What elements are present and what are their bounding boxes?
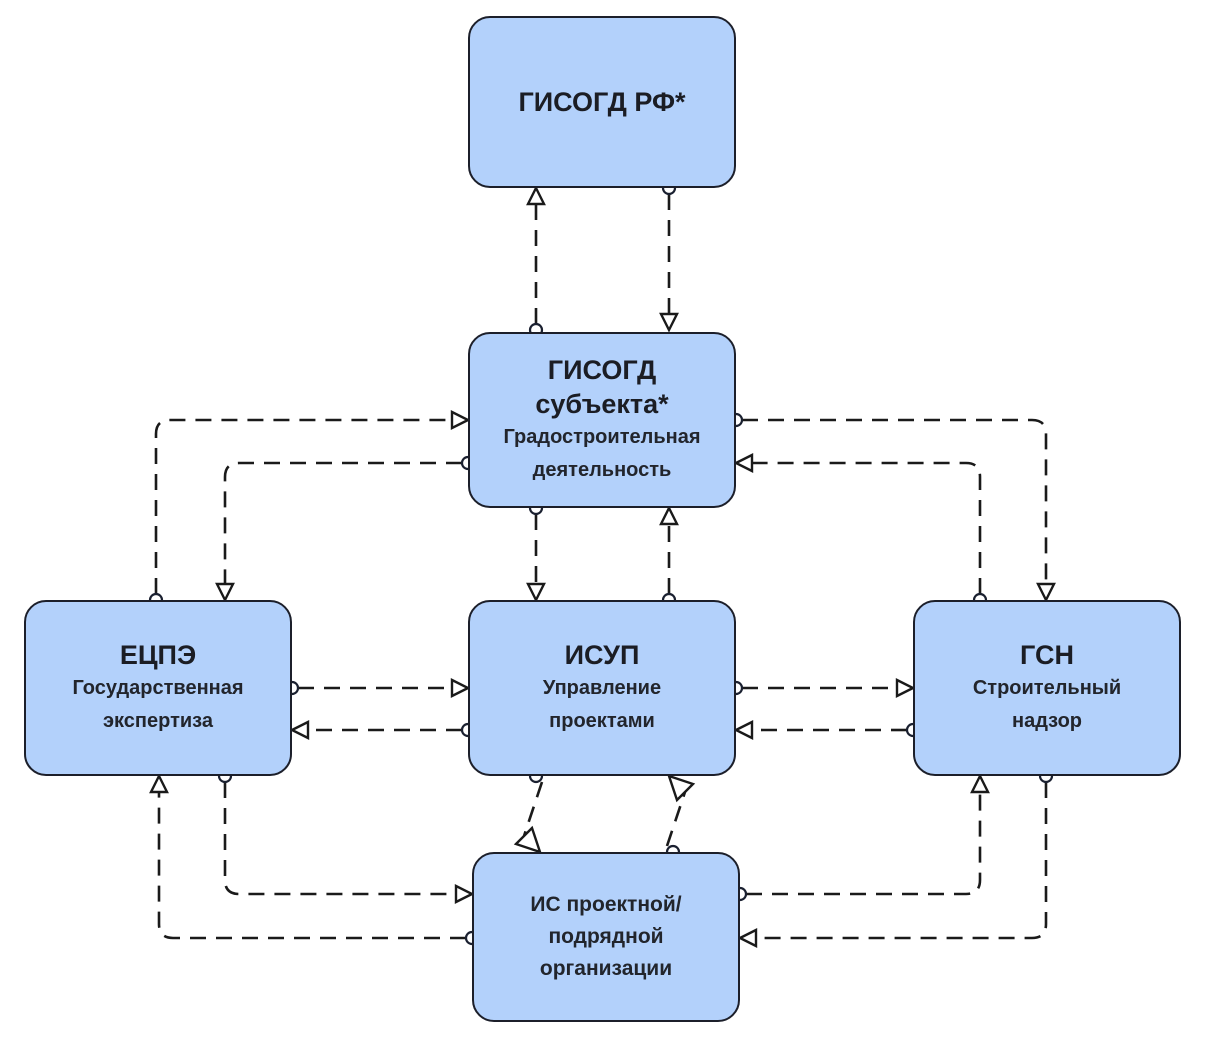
connector-line (522, 781, 544, 837)
node-gisogd-rf[interactable]: ГИСОГД РФ* (468, 16, 736, 188)
connector-line (223, 461, 462, 584)
arrowhead-icon (513, 825, 542, 854)
arrowhead-icon (450, 410, 471, 430)
connector (289, 720, 476, 740)
node-gisogd-subject[interactable]: ГИСОГД субъекта* Градостроительная деяте… (468, 332, 736, 508)
arrowhead-icon (970, 773, 990, 794)
connector (513, 768, 544, 854)
node-title: подрядной (548, 925, 664, 948)
node-isup[interactable]: ИСУП Управление проектами (468, 600, 736, 776)
connector (728, 412, 1056, 603)
node-subtitle: проектами (549, 710, 655, 732)
node-gsn[interactable]: ГСН Строительный надзор (913, 600, 1181, 776)
connector (284, 678, 471, 698)
arrowhead-icon (149, 773, 169, 794)
connector-line (223, 782, 456, 896)
node-subtitle: Градостроительная (503, 426, 701, 448)
node-subtitle: Управление (542, 677, 662, 699)
connector-line (756, 782, 1048, 940)
connector (217, 768, 475, 904)
connector-line (752, 461, 982, 594)
arrowhead-icon (526, 582, 546, 603)
connector (659, 180, 679, 333)
node-title: ЕЦПЭ (119, 640, 197, 670)
connector (733, 453, 988, 608)
connector (665, 774, 696, 860)
connector (733, 720, 921, 740)
node-title: ИСУП (564, 640, 640, 670)
connector (732, 773, 990, 902)
arrowhead-icon (737, 928, 758, 948)
arrowhead-icon (733, 453, 754, 473)
node-subtitle: надзор (1011, 710, 1083, 732)
node-is-org[interactable]: ИС проектной/ подрядной организации (472, 852, 740, 1022)
node-subtitle: деятельность (532, 459, 672, 481)
connector (737, 768, 1054, 948)
node-subtitle: Строительный (972, 677, 1122, 699)
node-title: субъекта* (535, 389, 669, 419)
connector (149, 773, 480, 946)
node-title: ГИСОГД РФ* (518, 87, 686, 117)
arrowhead-icon (659, 312, 679, 333)
connector (728, 678, 916, 698)
arrowhead-icon (895, 678, 916, 698)
node-title: ГСН (1020, 640, 1074, 670)
node-ecpe[interactable]: ЕЦПЭ Государственная экспертиза (24, 600, 292, 776)
node-title: организации (539, 957, 673, 980)
connector (215, 455, 476, 603)
node-subtitle: экспертиза (103, 710, 213, 732)
connector-line (746, 792, 982, 896)
arrowhead-icon (289, 720, 310, 740)
connector (526, 500, 546, 603)
arrowhead-icon (450, 678, 471, 698)
node-title: ГИСОГД (547, 355, 657, 385)
arrowhead-icon (1036, 582, 1056, 603)
arrowhead-icon (733, 720, 754, 740)
node-subtitle: Государственная (72, 677, 244, 699)
connector-line (665, 791, 687, 847)
arrowhead-icon (667, 774, 696, 803)
connector (148, 410, 471, 608)
connector (659, 505, 679, 608)
arrowhead-icon (454, 884, 475, 904)
node-title: ИС проектной/ (530, 893, 682, 916)
arrowhead-icon (215, 582, 235, 603)
connector-line (154, 418, 452, 594)
connector-line (742, 418, 1048, 584)
connector-line (157, 792, 466, 940)
arrowhead-icon (526, 185, 546, 206)
connector (526, 185, 546, 338)
arrowhead-icon (659, 505, 679, 526)
